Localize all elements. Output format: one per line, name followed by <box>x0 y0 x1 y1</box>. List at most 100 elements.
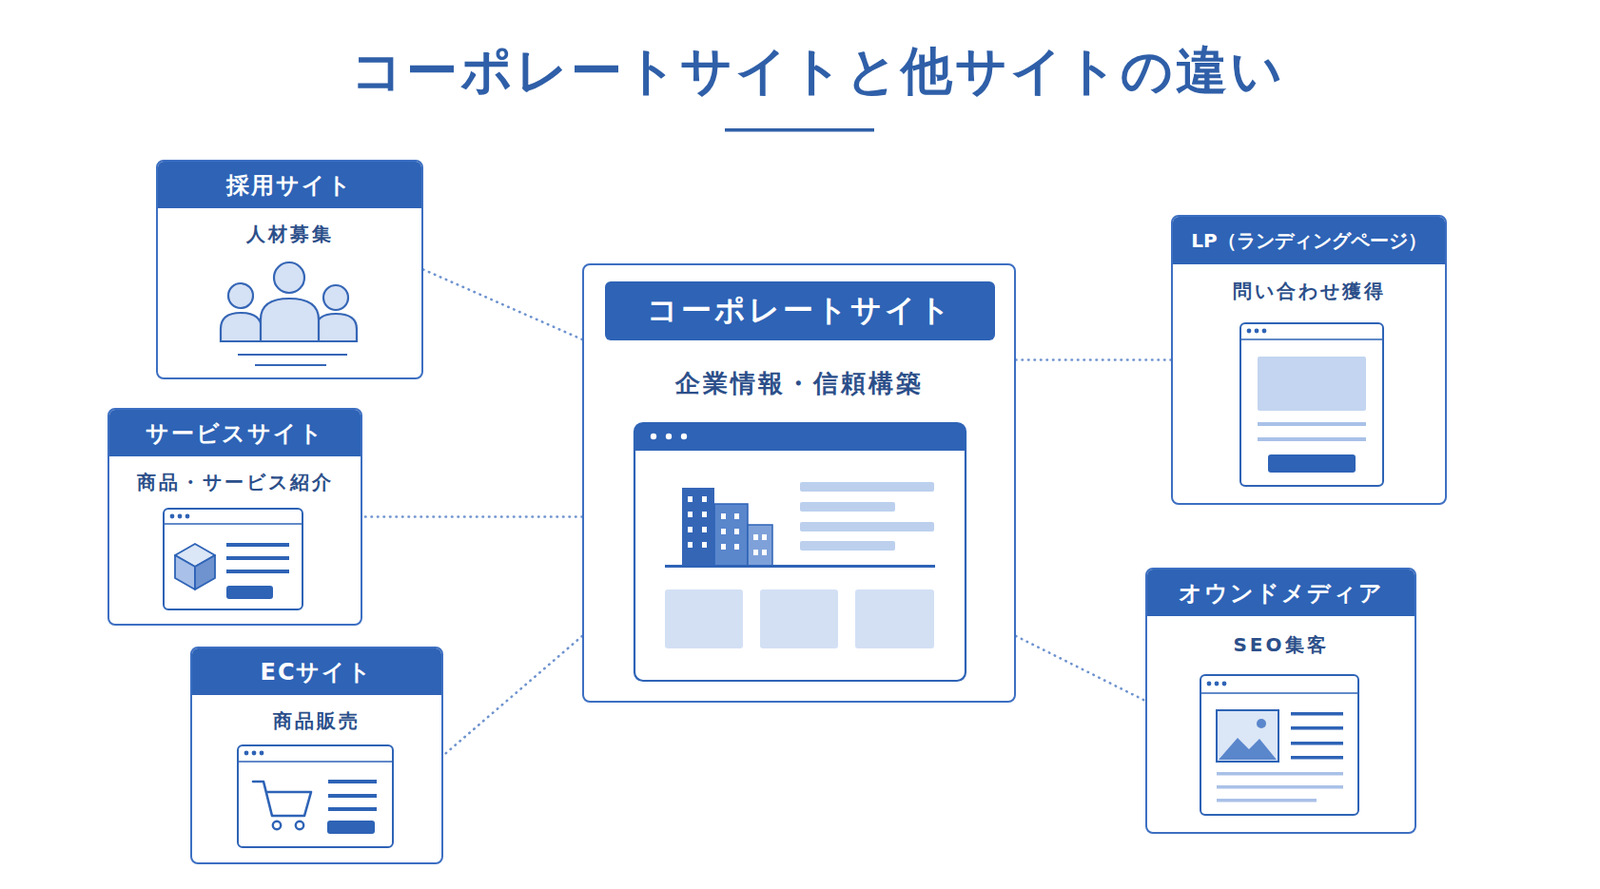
window-dot <box>681 433 687 440</box>
card-heading: コーポレートサイト <box>604 281 996 341</box>
building-icon <box>682 487 715 567</box>
card-heading: LP（ランディングページ） <box>1172 216 1445 265</box>
button-placeholder <box>1268 454 1356 473</box>
building-window <box>702 511 707 518</box>
window-dot <box>665 433 672 440</box>
building-window <box>761 534 767 541</box>
window-dot <box>1254 329 1260 334</box>
mountain-icon <box>1218 738 1277 761</box>
building-window <box>702 526 707 533</box>
building-window <box>753 534 759 541</box>
window-dot <box>170 514 176 520</box>
card-heading: 採用サイト <box>157 161 422 209</box>
browser-titlebar <box>634 423 966 451</box>
text-placeholder <box>328 794 377 799</box>
text-placeholder <box>1290 756 1344 761</box>
text-placeholder <box>226 556 290 561</box>
text-placeholder <box>1290 726 1344 731</box>
titlebar-line <box>237 760 393 763</box>
site-card: LP（ランディングページ）問い合わせ獲得 <box>1170 214 1447 506</box>
building-window <box>687 542 693 548</box>
dotted-connector <box>362 515 583 519</box>
window-dot <box>1262 329 1268 334</box>
image-icon <box>1216 710 1279 762</box>
card-description: 商品・サービス紹介 <box>109 470 361 494</box>
title-underline <box>724 128 875 133</box>
sun-icon <box>1256 719 1267 729</box>
button-placeholder <box>327 820 375 835</box>
building-window <box>761 549 767 556</box>
building-window <box>702 542 707 548</box>
hero-image-placeholder <box>1257 356 1366 411</box>
building-window <box>753 549 759 556</box>
window-dot <box>252 751 257 757</box>
dotted-connector <box>1015 358 1171 362</box>
text-placeholder <box>226 543 290 547</box>
site-card: オウンドメディアSEO集客 <box>1145 567 1417 835</box>
site-card: 採用サイト人材募集 <box>156 159 424 380</box>
card-description: 企業情報・信頼構築 <box>584 368 1015 399</box>
diagram-title: コーポレートサイトと他サイトの違い <box>313 39 1323 103</box>
window-dot <box>185 514 191 520</box>
cart-icon <box>253 781 312 817</box>
text-placeholder <box>1257 437 1366 442</box>
window-dot <box>1247 329 1252 334</box>
content-card <box>760 589 839 649</box>
dotted-connector <box>423 270 583 341</box>
building-window <box>721 544 726 550</box>
building-window <box>734 544 740 550</box>
titlebar-line <box>163 523 303 526</box>
desk-line <box>254 364 327 367</box>
ground-line <box>664 565 936 568</box>
person-icon <box>220 312 262 342</box>
building-window <box>734 528 740 535</box>
text-placeholder <box>1216 799 1317 803</box>
building-window <box>687 526 693 533</box>
browser-window <box>1200 675 1359 816</box>
window-dot <box>1222 682 1228 687</box>
content-card <box>664 589 743 649</box>
dotted-connector <box>1015 636 1146 702</box>
desk-line <box>237 353 348 356</box>
hub-site-card: コーポレートサイト企業情報・信頼構築 <box>582 263 1016 703</box>
text-placeholder <box>328 780 377 784</box>
site-card: ECサイト商品販売 <box>190 646 444 865</box>
text-placeholder <box>1216 785 1344 790</box>
cube-icon <box>195 555 215 590</box>
text-placeholder <box>800 522 935 532</box>
content-card <box>855 589 935 649</box>
site-card: サービスサイト商品・サービス紹介 <box>107 408 363 626</box>
window-dot <box>1214 682 1220 687</box>
cart-wheel <box>295 821 304 830</box>
window-dot <box>177 514 183 520</box>
card-heading: オウンドメディア <box>1147 569 1415 617</box>
card-description: 人材募集 <box>157 222 422 246</box>
dotted-connector <box>443 636 583 757</box>
person-head <box>323 285 349 311</box>
text-placeholder <box>800 502 896 512</box>
building-window <box>734 513 740 520</box>
window-dot <box>650 433 657 440</box>
text-placeholder <box>1290 741 1344 746</box>
card-heading: ECサイト <box>192 648 442 696</box>
card-heading: サービスサイト <box>109 409 361 457</box>
building-window <box>721 528 726 535</box>
building-window <box>721 513 726 520</box>
person-head <box>273 262 305 293</box>
button-placeholder <box>226 585 274 600</box>
text-placeholder <box>800 541 896 551</box>
person-icon <box>315 313 357 342</box>
person-head <box>228 283 254 309</box>
text-placeholder <box>328 807 377 812</box>
building-window <box>687 496 693 503</box>
text-placeholder <box>800 482 935 492</box>
browser-window <box>163 508 303 610</box>
window-dot <box>244 751 250 757</box>
card-description: 商品販売 <box>192 709 442 733</box>
browser-window <box>634 423 966 682</box>
text-placeholder <box>226 569 290 574</box>
building-window <box>687 511 693 518</box>
text-placeholder <box>1216 772 1344 777</box>
person-icon <box>260 298 319 342</box>
text-placeholder <box>1257 422 1366 427</box>
